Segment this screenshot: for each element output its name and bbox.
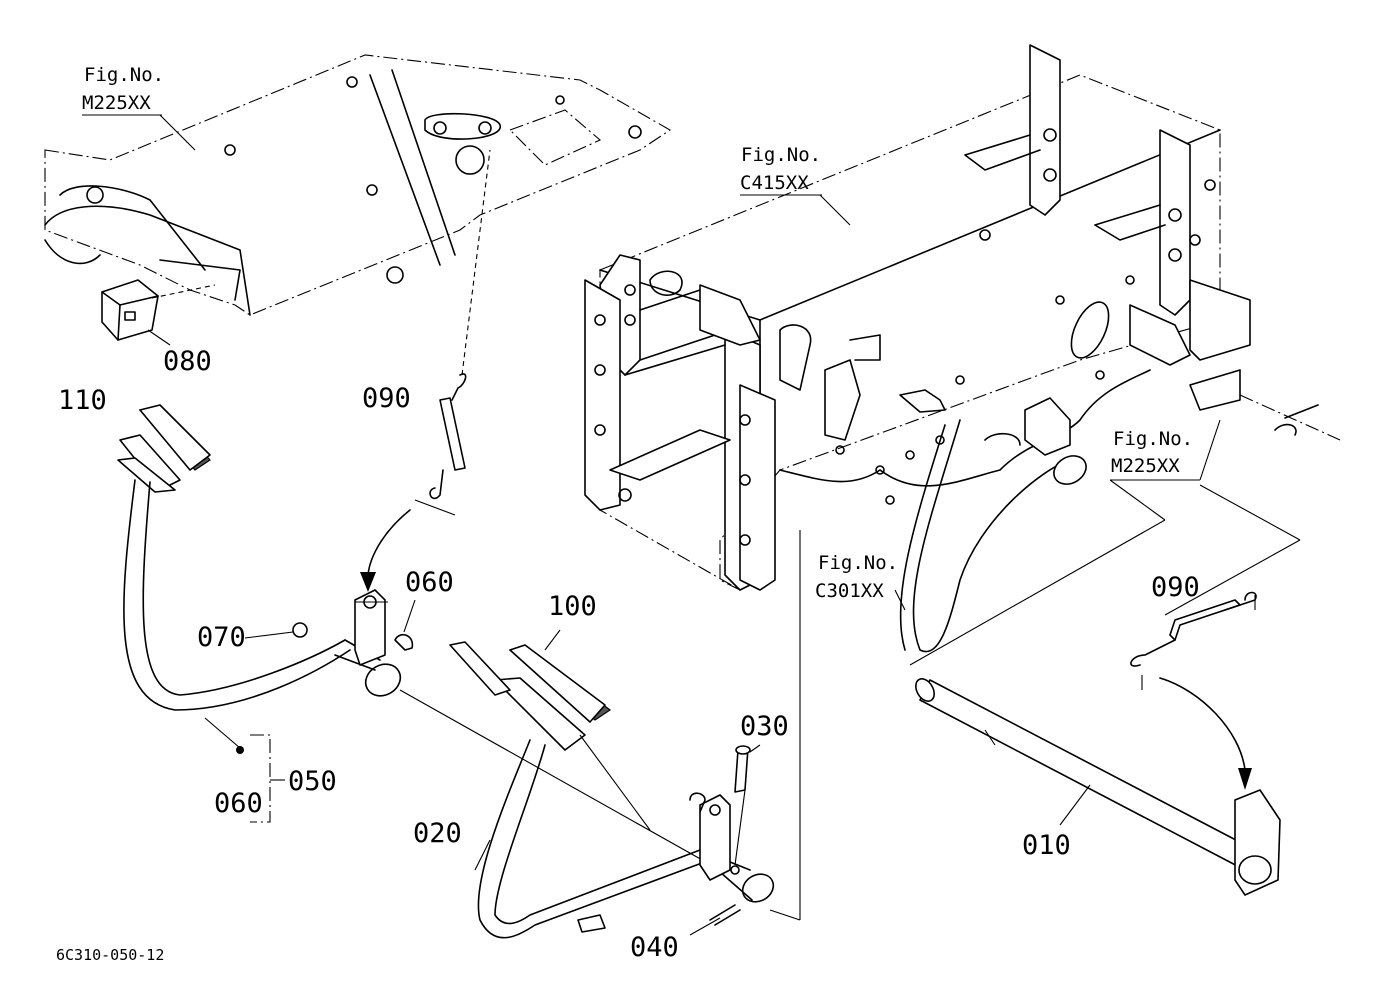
part-label-070: 070 — [197, 622, 246, 653]
part-label-020: 020 — [413, 818, 462, 849]
fig-code-frame: C415XX — [740, 172, 809, 194]
fig-code-bracket: M225XX — [1111, 455, 1180, 477]
part-label-100: 100 — [548, 591, 597, 622]
part-label-010: 010 — [1022, 830, 1071, 861]
pedal-arm-drawing — [894, 369, 1341, 666]
part-label-090-left: 090 — [362, 383, 411, 414]
part-label-080: 080 — [163, 346, 212, 377]
pedal-assembly-left — [117, 404, 801, 921]
part-label-040: 040 — [630, 932, 679, 963]
fig-code-floor: M225XX — [82, 92, 151, 114]
floor-plate-drawing — [44, 54, 672, 316]
part-080-rubber-block — [101, 279, 216, 346]
fig-label-frame: Fig.No. — [741, 144, 821, 166]
fig-code-pedal-arm: C301XX — [815, 580, 884, 602]
part-label-030: 030 — [740, 711, 789, 742]
part-label-060-bracket: 060 — [405, 567, 454, 598]
part-label-050: 050 — [288, 766, 337, 797]
part-label-090-right: 090 — [1151, 572, 1200, 603]
fig-label-floor: Fig.No. — [84, 64, 164, 86]
drawing-code: 6C310-050-12 — [56, 946, 164, 964]
part-label-060-boss: 060 — [214, 788, 263, 819]
pedal-assembly-center — [449, 629, 775, 939]
part-label-110: 110 — [58, 385, 107, 416]
part-090-spring-right — [1130, 591, 1257, 790]
frame-drawing — [584, 44, 1251, 591]
fig-label-bracket: Fig.No. — [1113, 428, 1193, 450]
part-090-spring-left — [360, 149, 491, 592]
figure-reference-labels: Fig.No. M225XX Fig.No. C415XX Fig.No. M2… — [82, 64, 1193, 602]
part-number-labels: 080 110 090 060 070 100 030 050 060 020 … — [58, 346, 1200, 963]
part-010-cross-shaft — [915, 678, 1281, 896]
fig-label-pedal-arm: Fig.No. — [818, 552, 898, 574]
